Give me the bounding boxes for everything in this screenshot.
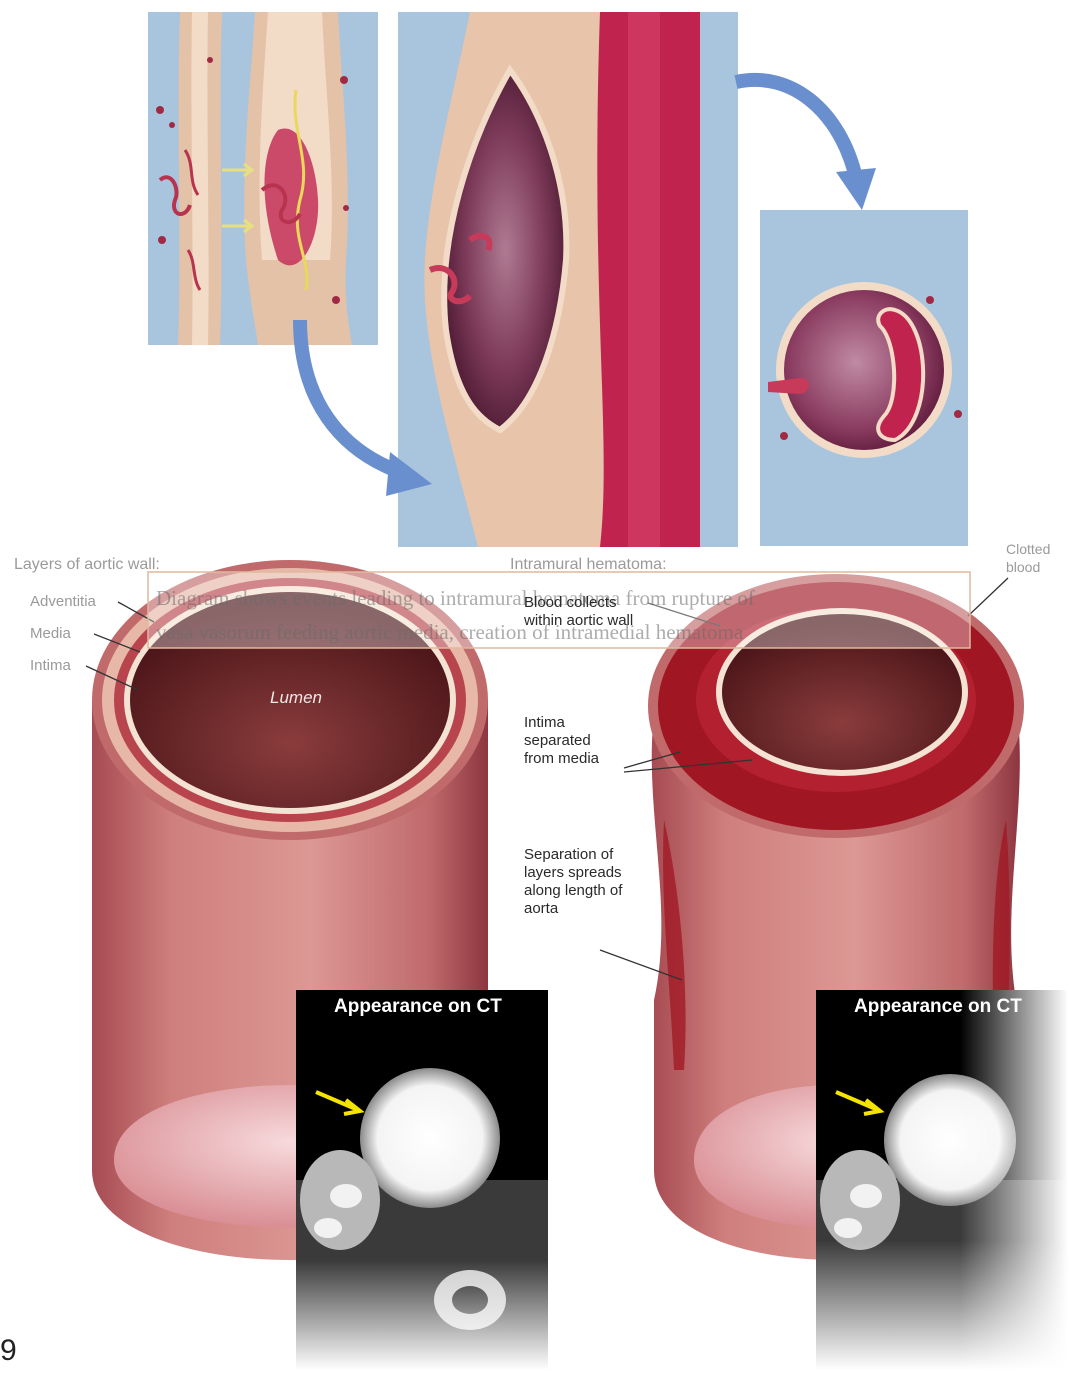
ct-title-left: Appearance on CT xyxy=(334,996,502,1018)
label-intima: Intima xyxy=(30,657,71,675)
ct-inset-right xyxy=(816,990,1068,1370)
label-intima-separated: Intima separated from media xyxy=(524,714,624,768)
caption-line-2: vasa vasorum feeding aortic media, creat… xyxy=(156,620,743,645)
transition-arrow-2-head xyxy=(836,168,876,210)
transition-arrow-2 xyxy=(736,80,856,178)
panel-cross-section xyxy=(760,210,968,546)
caption-line-1: Diagram shows events leading to intramur… xyxy=(156,586,755,611)
corner-fragment: 9 xyxy=(0,1334,17,1368)
label-blood-collects: Blood collects within aortic wall xyxy=(524,594,644,630)
label-lumen: Lumen xyxy=(270,689,322,707)
panel-vasa-vasorum xyxy=(148,12,378,345)
hematoma-heading: Intramural hematoma: xyxy=(510,556,667,574)
normal-wall-heading: Layers of aortic wall: xyxy=(14,556,160,574)
ct-title-right: Appearance on CT xyxy=(854,996,1022,1018)
label-separation-spreads: Separation of layers spreads along lengt… xyxy=(524,846,634,918)
panel-large-hematoma xyxy=(398,12,738,547)
label-adventitia: Adventitia xyxy=(30,593,96,611)
ct-inset-left xyxy=(296,990,548,1370)
label-media: Media xyxy=(30,625,71,643)
label-clotted-blood: Clotted blood xyxy=(1006,540,1066,576)
